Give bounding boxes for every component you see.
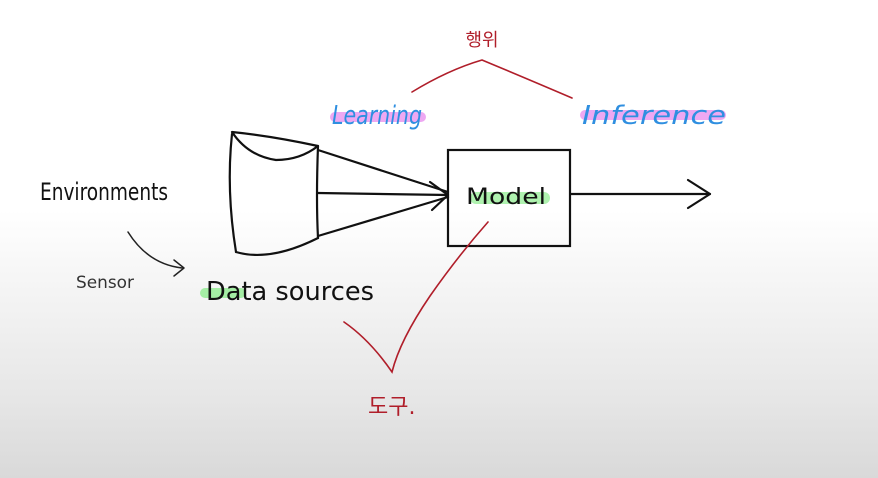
- learning-label: Learning: [332, 101, 422, 131]
- tool-label: 도구.: [368, 395, 415, 420]
- action-brace: [411, 59, 573, 99]
- sensor-arrow: [127, 231, 183, 269]
- action-label: 행위: [465, 30, 498, 51]
- sensor-arrowhead: [173, 259, 185, 277]
- funnel-line-top: [316, 148, 450, 194]
- cylinder-right-side: [315, 144, 320, 240]
- model-box: [446, 148, 572, 248]
- funnel-line-middle: [316, 191, 450, 197]
- cylinder-left-side: [228, 132, 238, 254]
- sensor-label: Sensor: [76, 273, 134, 293]
- inference-highlight: [580, 110, 726, 120]
- inference-label: Inference: [582, 101, 726, 131]
- tool-check-mark: [343, 221, 489, 374]
- cylinder-bottom: [234, 236, 320, 257]
- output-arrowhead: [686, 178, 712, 210]
- model-label: Model: [466, 185, 546, 210]
- funnel-line-bottom: [316, 195, 450, 238]
- cylinder-top: [230, 130, 320, 162]
- model-highlight: [470, 192, 550, 204]
- environments-label: Environments: [40, 178, 168, 206]
- data-sources-label: Data sources: [206, 277, 374, 307]
- learning-highlight: [330, 112, 426, 122]
- data-sources-highlight: [200, 288, 246, 298]
